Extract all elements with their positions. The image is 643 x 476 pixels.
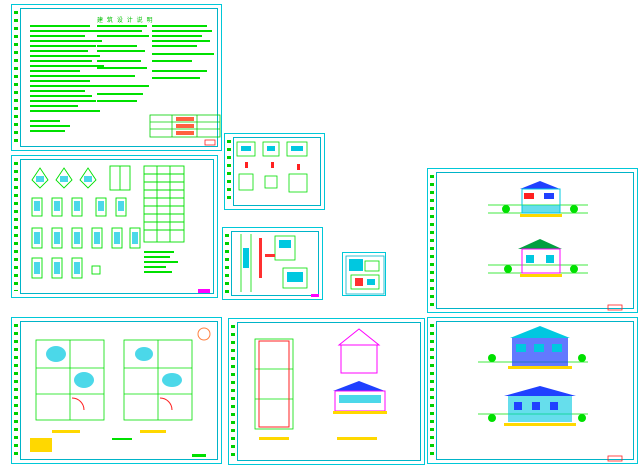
- small-details-drawing: [345, 255, 385, 295]
- sheet-details-middle[interactable]: [222, 227, 323, 300]
- sheet-window-schedule[interactable]: [11, 155, 218, 298]
- sheet-border: [231, 231, 319, 296]
- sheet-sections[interactable]: [228, 318, 425, 465]
- sheet-edge-strip: [231, 325, 235, 458]
- sheet-edge-strip: [430, 175, 434, 306]
- floor-plans-drawing: [30, 327, 211, 457]
- sheet-floor-plans[interactable]: [11, 317, 222, 464]
- details-top-drawing: [236, 141, 308, 193]
- design-notes-title: 建 筑 设 计 说 明: [97, 17, 154, 24]
- sheet-edge-strip: [14, 324, 18, 457]
- sections-drawing: [254, 328, 387, 440]
- sheet-border: [20, 159, 214, 294]
- details-middle-drawing: [240, 234, 319, 297]
- sheet-border: [20, 321, 218, 460]
- elevations-bottom-drawing: [478, 326, 623, 462]
- sheet-border: [436, 172, 634, 309]
- sheet-design-notes[interactable]: 建 筑 设 计 说 明: [11, 4, 222, 151]
- sheet-details-top[interactable]: [224, 133, 325, 210]
- sheet-elevations-bottom[interactable]: [427, 317, 638, 464]
- sheet-border: [237, 322, 421, 461]
- sheet-edge-strip: [227, 140, 231, 203]
- window-details-drawing: [31, 165, 210, 293]
- sheet-small-details[interactable]: [342, 252, 386, 296]
- sheet-edge-strip: [14, 162, 18, 291]
- sheet-elevations-top[interactable]: [427, 168, 638, 313]
- sheet-edge-strip: [14, 11, 18, 144]
- sheet-border: [20, 8, 218, 147]
- sheet-border: [233, 137, 321, 206]
- sheet-edge-strip: [225, 234, 229, 293]
- sheet-border: [436, 321, 634, 460]
- elevations-top-drawing: [488, 181, 623, 311]
- sheet-edge-strip: [430, 324, 434, 457]
- design-notes-drawing: [30, 25, 221, 146]
